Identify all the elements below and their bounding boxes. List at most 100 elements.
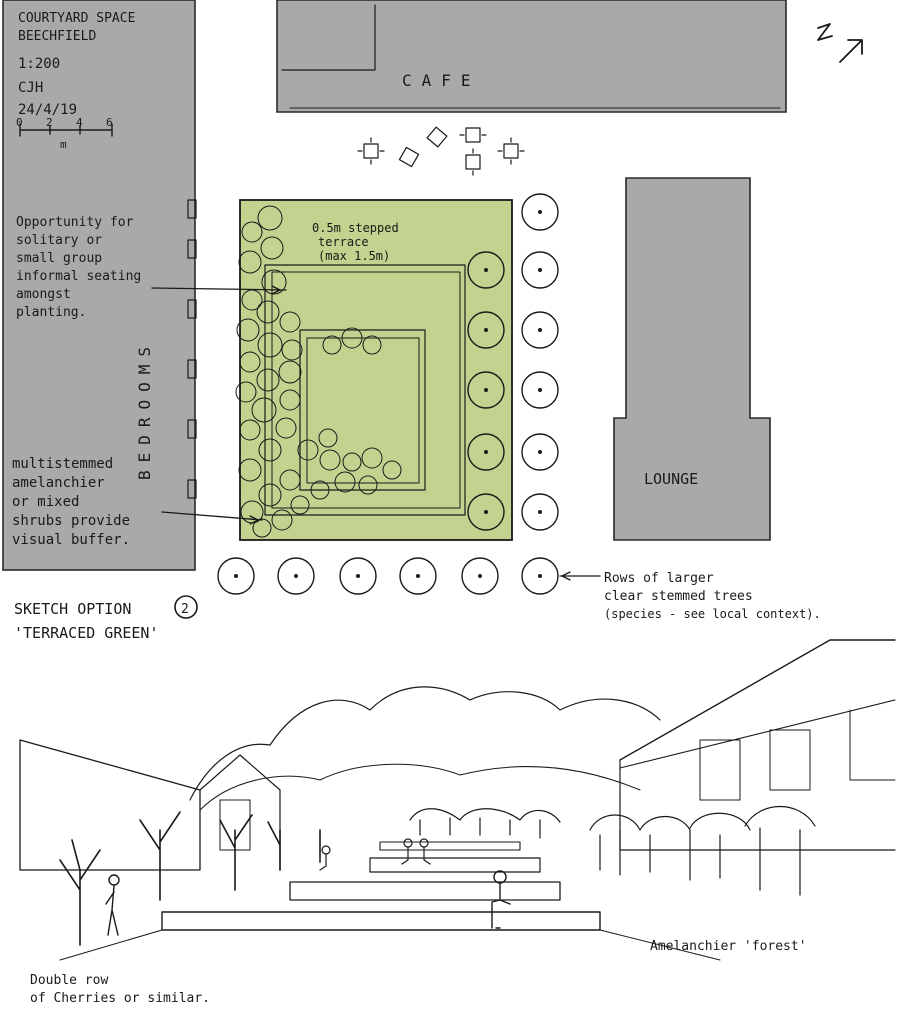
terrace-step-2	[299, 329, 426, 491]
amelanchier-planting	[235, 205, 402, 538]
trees-note-line-1: Rows of larger	[604, 571, 714, 586]
tree-canopy-icon	[467, 433, 505, 471]
cafe-table-icon	[459, 127, 487, 143]
left-building-gable	[199, 754, 281, 871]
tree-canopy-icon	[521, 433, 559, 471]
left-building-window	[219, 799, 251, 851]
person-figure-icon	[491, 870, 511, 929]
trees-note-line-3: (species - see local context).	[604, 607, 821, 621]
person-figure-icon	[319, 838, 431, 871]
tree-canopy-icon	[467, 493, 505, 531]
tree-canopy-icon	[467, 311, 505, 349]
shrubs-note-line-5: visual buffer.	[12, 532, 130, 548]
author-initials: CJH	[18, 80, 43, 96]
shrubs-note-line-4: shrubs provide	[12, 513, 130, 529]
cafe-table-icon	[497, 137, 525, 165]
cherries-caption-line-2: of Cherries or similar.	[30, 991, 210, 1006]
buildings	[2, 0, 787, 571]
terrace-upper	[369, 857, 541, 873]
cafe-table-icon	[357, 137, 385, 165]
sketch-date: 24/4/19	[18, 102, 77, 118]
cafe-table-icon	[465, 148, 481, 176]
tree-canopy-icon	[461, 557, 499, 595]
sketch-option-number: 2	[181, 602, 189, 617]
terraced-green	[235, 199, 513, 541]
cafe-table-icon	[426, 126, 448, 148]
tree-canopy-icon	[339, 557, 377, 595]
right-building-eave	[619, 699, 896, 769]
leader-lines	[151, 285, 601, 581]
seating-note-line-4: informal seating	[16, 269, 141, 284]
shrubs-note-line-1: multistemmed	[12, 456, 113, 472]
tree-canopy-icon	[521, 251, 559, 289]
lounge-label: LOUNGE	[644, 470, 698, 488]
sketch-option-title: SKETCH OPTION 2 'TERRACED GREEN'	[14, 600, 189, 642]
background-trees-layer	[199, 763, 641, 811]
cafe-building	[276, 0, 787, 113]
terrace-middle	[289, 881, 561, 901]
terrace-note-line-1: 0.5m stepped	[312, 221, 399, 235]
tree-canopy-icon	[521, 371, 559, 409]
option-number-circle	[174, 595, 198, 619]
amelanchier-forest	[409, 806, 816, 896]
ground-lines	[59, 929, 721, 961]
tree-row-south	[217, 557, 559, 595]
shrubs-note: multistemmed amelanchier or mixed shrubs…	[12, 456, 130, 548]
sketch-option-label: SKETCH OPTION	[14, 600, 131, 618]
seating-leader	[151, 287, 287, 291]
scale-tick-6: 6	[106, 116, 113, 129]
terrace-note: 0.5m stepped terrace (max 1.5m)	[312, 221, 399, 263]
tree-canopy-icon	[217, 557, 255, 595]
scale-tick-2: 2	[46, 116, 53, 129]
terrace-step-2b	[306, 337, 420, 484]
sketch-option-name: 'TERRACED GREEN'	[14, 624, 159, 642]
shrubs-note-line-3: or mixed	[12, 494, 79, 510]
right-building-windows	[699, 709, 896, 801]
person-figure-icon	[105, 874, 120, 936]
terrace-lower	[161, 911, 601, 931]
north-arrow-icon	[817, 23, 863, 63]
scale-bar	[19, 123, 113, 137]
shrubs-note-line-2: amelanchier	[12, 475, 105, 491]
perspective-sketch	[19, 639, 896, 961]
cafe-tables	[357, 126, 525, 176]
tree-canopy-icon	[521, 193, 559, 231]
shrubs-leader	[161, 511, 263, 521]
tree-canopy-icon	[521, 493, 559, 531]
terrace-note-line-3: (max 1.5m)	[318, 249, 390, 263]
tree-row-inner	[467, 251, 505, 531]
tree-canopy-icon	[467, 251, 505, 289]
seating-note: Opportunity for solitary or small group …	[16, 215, 141, 320]
terrace-step-1	[264, 264, 466, 516]
cherries-caption-line-1: Double row	[30, 973, 108, 988]
lounge-building	[613, 177, 771, 541]
tree-canopy-icon	[521, 557, 559, 595]
right-building-roof	[619, 639, 896, 761]
scale-unit: m	[60, 138, 67, 151]
scale-ratio: 1:200	[18, 56, 60, 72]
seating-note-line-2: solitary or	[16, 233, 102, 248]
forest-caption: Amelanchier 'forest'	[650, 939, 807, 954]
cafe-table-icon	[398, 146, 420, 168]
tree-canopy-icon	[399, 557, 437, 595]
seating-note-line-5: amongst	[16, 287, 71, 302]
seating-note-line-6: planting.	[16, 305, 86, 320]
bedroom-window-marks	[187, 199, 197, 499]
bedrooms-label: BEDROOMS	[135, 339, 154, 480]
scale-tick-4: 4	[76, 116, 83, 129]
terrace-note-line-2: terrace	[318, 235, 369, 249]
tree-canopy-icon	[277, 557, 315, 595]
scale-tick-0: 0	[16, 116, 23, 129]
cafe-outline-mark	[281, 4, 376, 71]
title-block: COURTYARD SPACE BEECHFIELD 1:200 CJH 24/…	[16, 11, 135, 151]
cafe-label: CAFE	[402, 71, 481, 90]
tree-canopy-icon	[467, 371, 505, 409]
tree-canopy-icon	[521, 311, 559, 349]
cherries-caption: Double row of Cherries or similar.	[30, 973, 210, 1006]
title-line-1: COURTYARD SPACE	[18, 11, 135, 26]
title-line-2: BEECHFIELD	[18, 29, 96, 44]
left-building	[19, 739, 201, 871]
trees-note-line-2: clear stemmed trees	[604, 589, 753, 604]
terrace-top	[379, 841, 521, 851]
